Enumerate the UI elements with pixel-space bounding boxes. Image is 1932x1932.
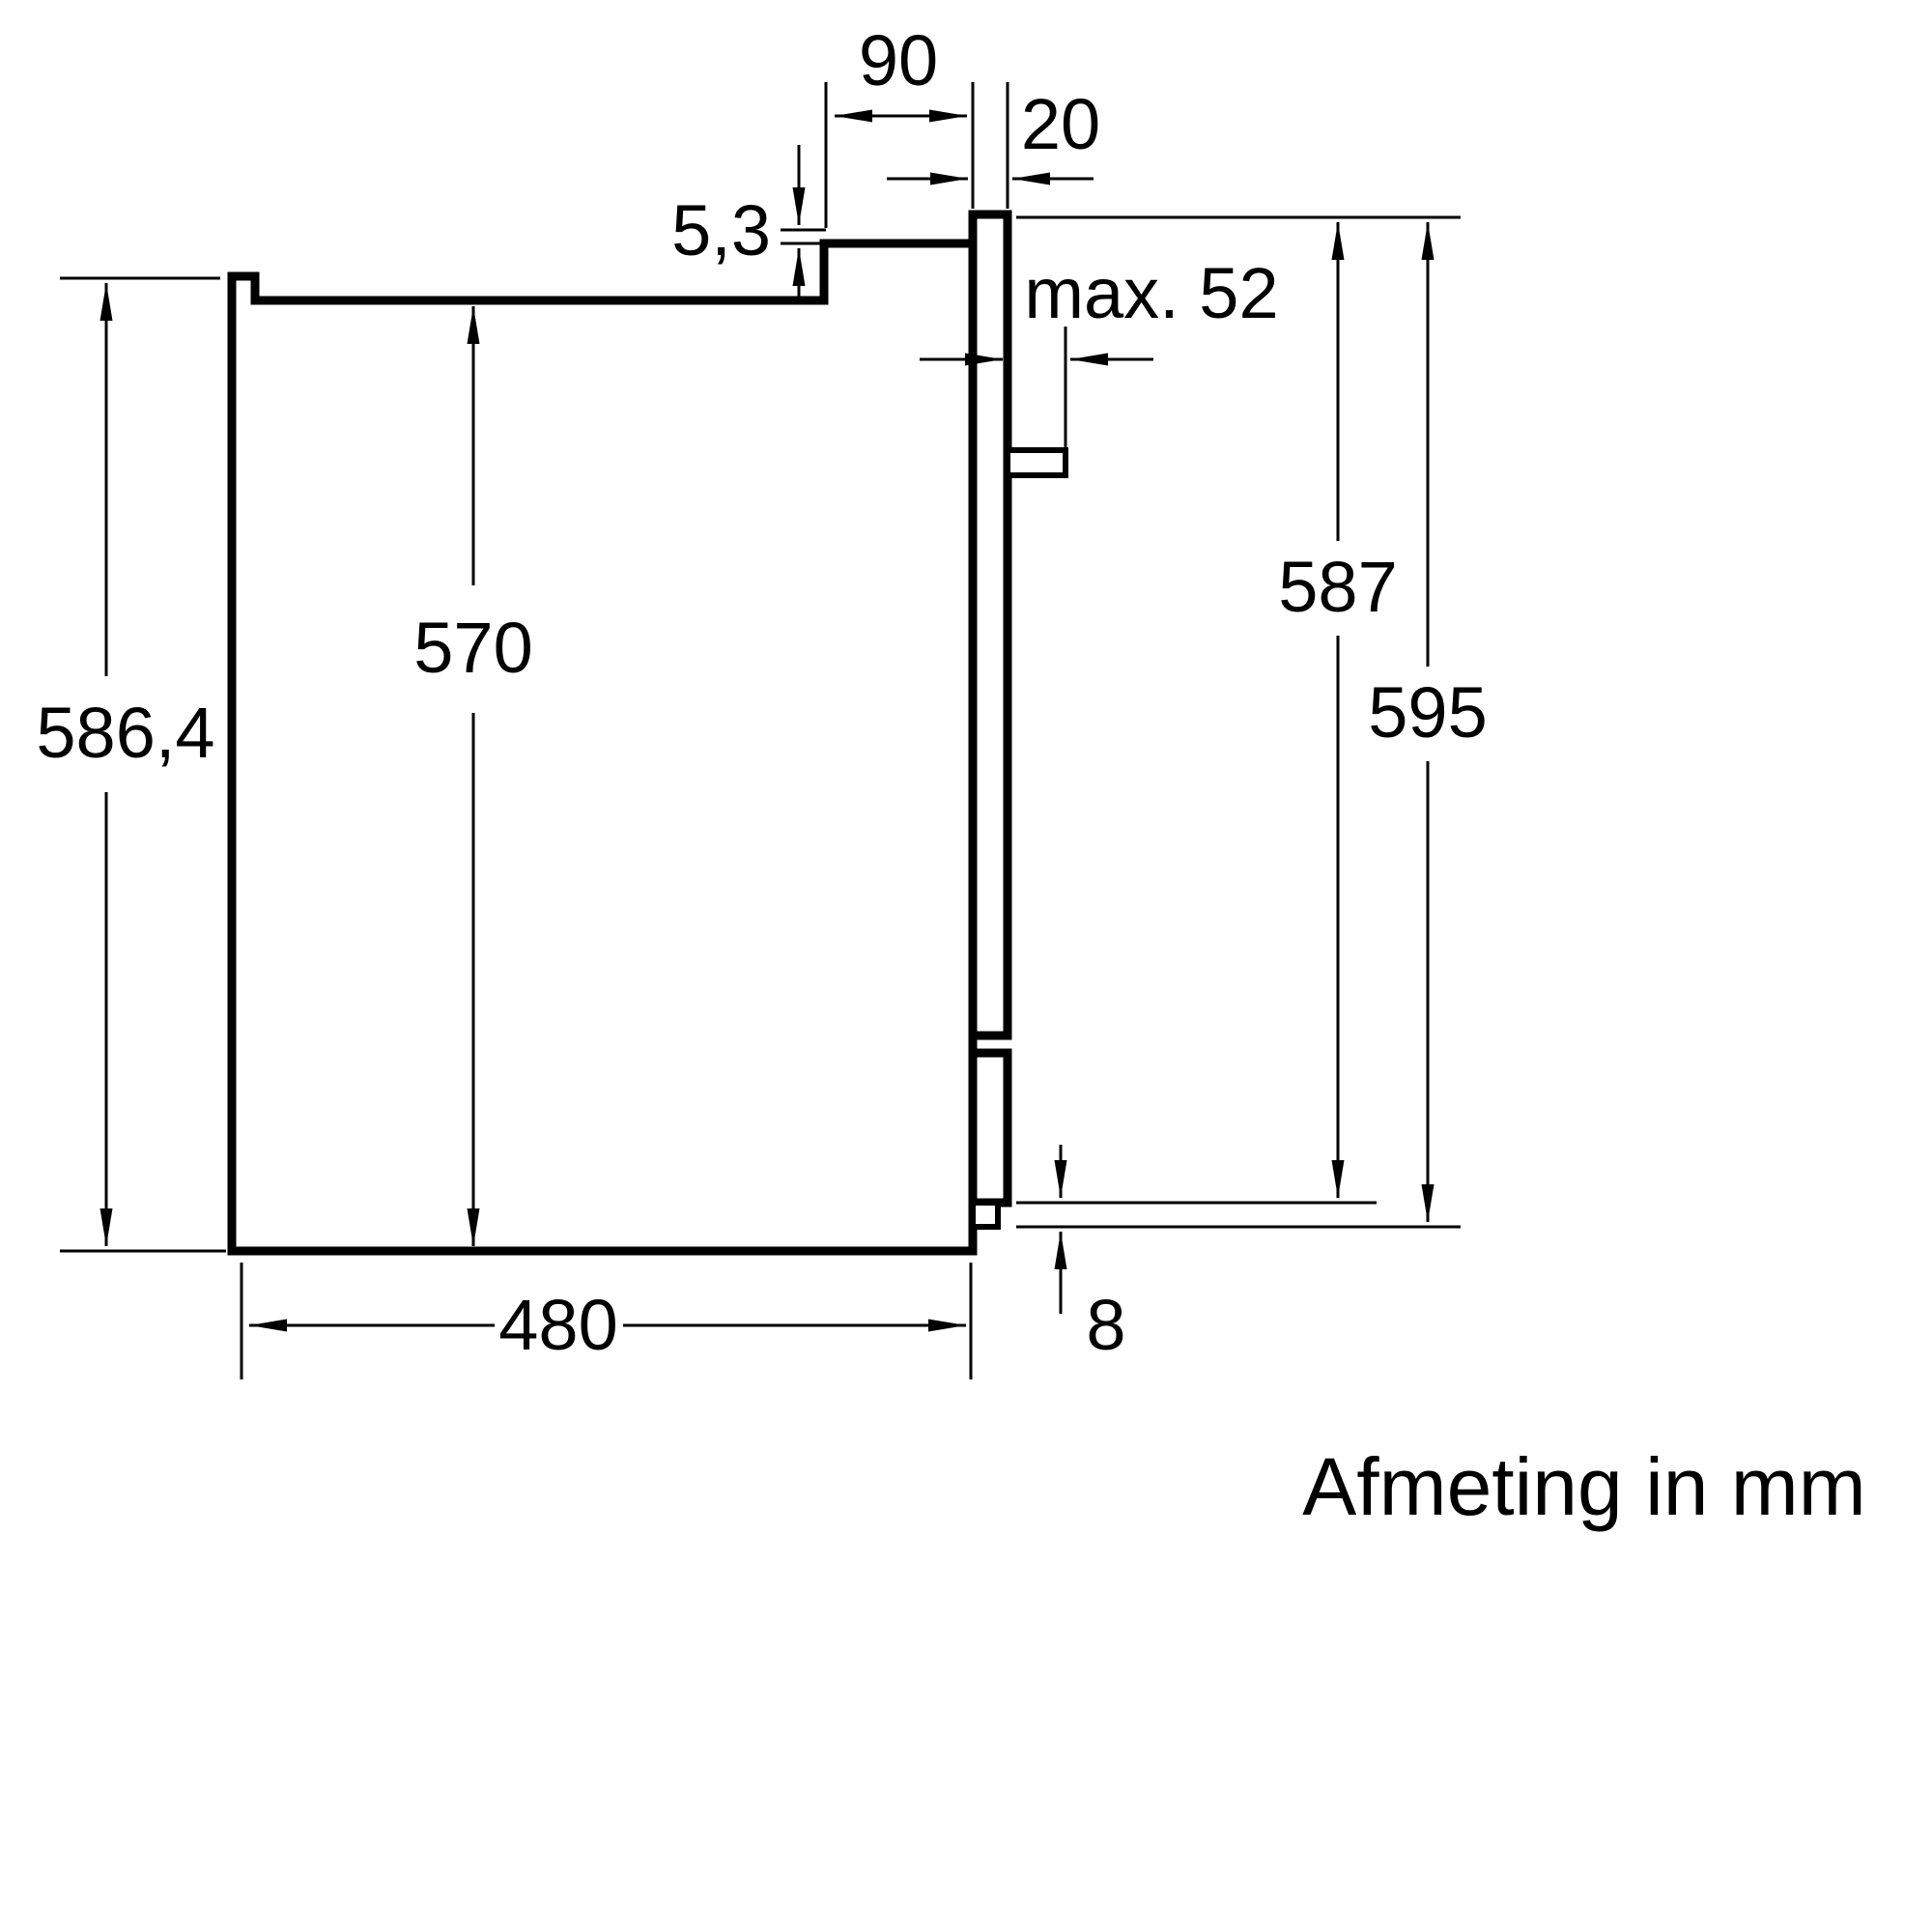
dim-frame-offset-label: 5,3 xyxy=(671,190,771,270)
units-caption: Afmeting in mm xyxy=(1302,1441,1866,1532)
door-handle xyxy=(1005,447,1068,478)
dim-front-gap-label: 20 xyxy=(1021,84,1100,164)
dim-recess-depth-label: 90 xyxy=(859,20,938,100)
dim-frame-height-label: 587 xyxy=(1278,547,1397,627)
dim-handle-depth-label: max. 52 xyxy=(1024,253,1278,333)
dim-inner-height-label: 570 xyxy=(413,608,532,688)
dim-total-height-label: 595 xyxy=(1368,672,1487,753)
cabinet-body-outline xyxy=(227,239,978,1256)
door-upper-panel xyxy=(968,210,1012,1040)
dimension-labels: 90 20 5,3 max. 52 587 595 586,4 570 480 … xyxy=(36,20,1487,1365)
dimension-arrows xyxy=(99,109,1435,1332)
extension-lines xyxy=(60,82,1461,1379)
dim-bottom-gap-label: 8 xyxy=(1086,1285,1125,1365)
door-lower-panel xyxy=(968,1048,1012,1208)
door-bottom-step xyxy=(970,1200,1001,1230)
cabinet-outline xyxy=(227,239,978,1256)
dim-base-depth-label: 480 xyxy=(498,1285,617,1365)
dim-niche-height-label: 586,4 xyxy=(36,693,214,773)
appliance-front-panels xyxy=(968,210,1068,1230)
